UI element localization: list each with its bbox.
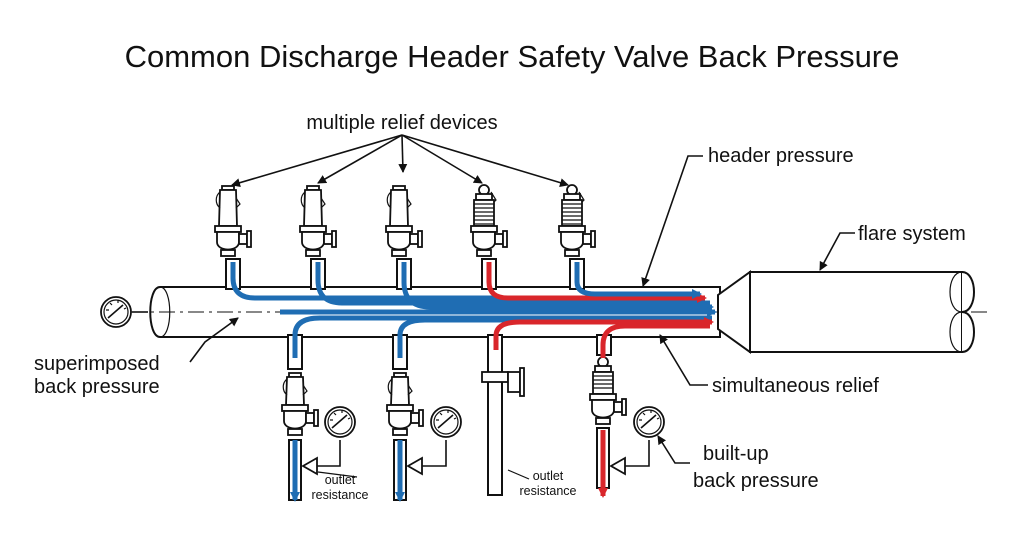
page-title: Common Discharge Header Safety Valve Bac… — [125, 39, 900, 74]
label-resistance-1: resistance — [312, 488, 369, 502]
pressure-gauge-icon — [633, 406, 665, 438]
relief-valve-icon — [214, 185, 252, 257]
relief-valve-6[interactable] — [281, 372, 319, 436]
pressure-gauge-icon — [100, 296, 132, 328]
label-multiple-relief-devices: multiple relief devices — [306, 112, 497, 134]
relief-valve-3[interactable] — [385, 185, 423, 257]
outlet-resistance-3 — [610, 457, 626, 475]
relief-valve-icon — [386, 372, 424, 436]
bellows-valve-icon — [470, 184, 508, 257]
flare-system-pipe — [717, 270, 975, 354]
bellows-valve-icon — [589, 356, 627, 425]
relief-valve-7[interactable] — [386, 372, 424, 436]
header-pressure-gauge[interactable] — [100, 296, 148, 328]
pressure-gauge-2[interactable] — [422, 406, 462, 467]
label-flare-system: flare system — [858, 223, 966, 245]
label-simultaneous-relief: simultaneous relief — [712, 375, 879, 397]
flow-arrows — [230, 262, 717, 502]
control-valve[interactable] — [481, 367, 525, 397]
label-superimposed-back-pressure: back pressure — [34, 376, 160, 398]
relief-valve-icon — [299, 185, 337, 257]
label-outlet-2: outlet — [533, 469, 564, 483]
pressure-gauge-icon — [430, 406, 462, 438]
label-superimposed: superimposed — [34, 353, 160, 375]
relief-valve-2[interactable] — [299, 185, 337, 257]
pressure-gauge-1[interactable] — [317, 406, 356, 467]
outlet-resistance-1 — [302, 457, 318, 475]
label-built-up: built-up — [703, 443, 769, 465]
label-resistance-2: resistance — [520, 484, 577, 498]
label-built-up-back-pressure: back pressure — [693, 470, 819, 492]
bellows-valve-icon — [558, 184, 596, 257]
pressure-gauge-icon — [324, 406, 356, 438]
relief-valve-icon — [385, 185, 423, 257]
relief-valve-5[interactable] — [558, 184, 596, 257]
relief-valve-icon — [281, 372, 319, 436]
leader-lines — [189, 134, 855, 480]
relief-valve-8[interactable] — [589, 356, 627, 425]
relief-valve-1[interactable] — [214, 185, 252, 257]
relief-valve-4[interactable] — [470, 184, 508, 257]
label-header-pressure: header pressure — [708, 145, 854, 167]
label-outlet-1: outlet — [325, 473, 356, 487]
pressure-gauge-3[interactable] — [625, 406, 665, 467]
outlet-resistance-2 — [407, 457, 423, 475]
